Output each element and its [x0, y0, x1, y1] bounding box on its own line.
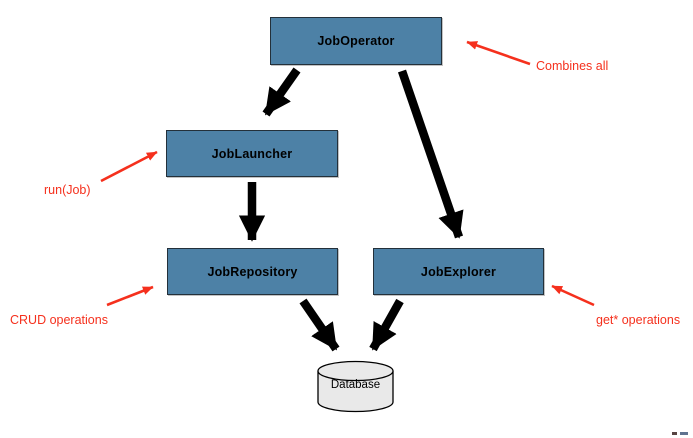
annotation-arrow-combines-all: [466, 40, 531, 66]
annotation-run-job: run(Job): [44, 183, 91, 197]
database-cylinder-top: [317, 360, 394, 382]
node-job-repository-label: JobRepository: [207, 264, 298, 279]
clipped-page-number-fragment: [672, 432, 677, 435]
edge-joboperator-to-joblauncher: [262, 67, 301, 117]
node-job-operator-label: JobOperator: [317, 34, 395, 48]
edge-jobrepository-to-database: [299, 298, 340, 352]
node-job-operator: JobOperator: [270, 17, 442, 65]
edge-jobexplorer-to-database: [369, 298, 404, 352]
node-job-launcher: JobLauncher: [166, 130, 338, 177]
node-job-explorer: JobExplorer: [373, 248, 544, 295]
database-cylinder: [317, 360, 394, 413]
node-job-launcher-label: JobLauncher: [211, 146, 293, 161]
edge-joboperator-to-jobexplorer: [397, 69, 464, 239]
node-job-repository: JobRepository: [167, 248, 338, 295]
annotation-combines-all: Combines all: [536, 59, 609, 73]
database-label: Database: [330, 379, 381, 391]
clipped-page-number-fragment: [680, 432, 688, 435]
annotation-get-operations: get* operations: [596, 313, 681, 327]
annotation-arrow-run-job: [100, 150, 158, 183]
annotation-arrow-crud-operations: [106, 285, 154, 307]
node-job-explorer-label: JobExplorer: [420, 264, 497, 279]
annotation-crud-operations: CRUD operations: [10, 313, 108, 327]
annotation-arrow-get-operations: [551, 284, 595, 307]
